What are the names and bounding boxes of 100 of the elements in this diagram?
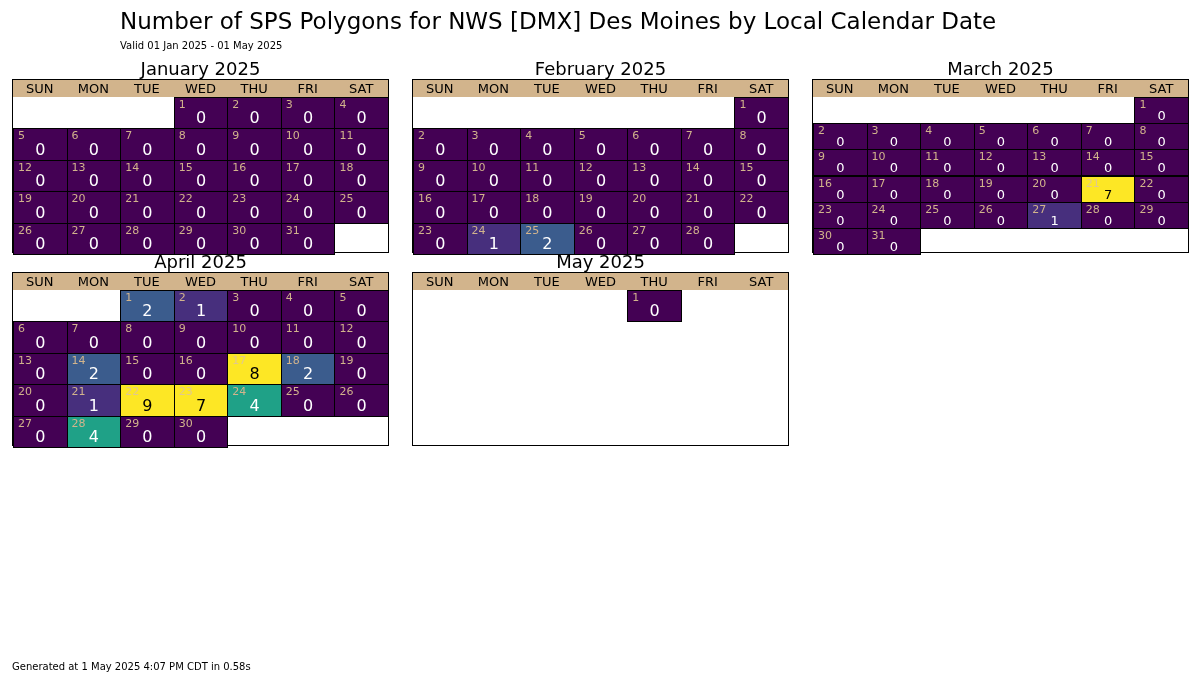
day-number: 20 [632, 193, 647, 206]
count-value: 0 [194, 172, 208, 191]
count-value: 0 [702, 172, 715, 191]
day-number: 10 [285, 130, 300, 143]
weekday-label: SUN [425, 80, 455, 97]
count-value: 0 [141, 235, 154, 253]
day-cell [13, 415, 68, 448]
weekday-label: SAT [1148, 80, 1175, 97]
count-value: 0 [302, 235, 315, 253]
day-cell [280, 290, 336, 323]
count-value: 0 [434, 235, 447, 253]
count-value: 0 [1049, 160, 1060, 176]
day-cell [627, 290, 682, 323]
day-cell [227, 191, 282, 224]
count-value: 0 [942, 134, 953, 150]
day-cell [520, 191, 575, 224]
month-title: May 2025 [555, 251, 646, 272]
day-cell [120, 128, 175, 161]
count-value: 0 [248, 109, 261, 128]
day-number: 29 [178, 224, 193, 237]
day-cell [680, 222, 736, 255]
month-title: March 2025 [946, 58, 1055, 79]
day-number: 15 [739, 161, 754, 174]
day-cell [1134, 149, 1189, 177]
weekday-label: SAT [748, 273, 775, 290]
day-number: 6 [71, 130, 79, 143]
weekday-label: FRI [696, 273, 719, 290]
day-number: 28 [685, 224, 700, 237]
day-cell [920, 175, 975, 203]
count-value: 0 [755, 109, 768, 128]
day-number: 24 [471, 224, 486, 237]
day-number: 13 [1032, 151, 1047, 164]
day-number: 21 [1085, 177, 1100, 190]
day-number: 7 [1085, 125, 1093, 138]
count-value: 0 [34, 172, 47, 191]
count-value: 0 [194, 333, 208, 352]
day-number: 1 [739, 99, 747, 111]
day-number: 16 [232, 161, 247, 174]
day-number: 27 [632, 224, 647, 237]
day-number: 13 [18, 354, 32, 367]
day-number: 8 [125, 323, 133, 336]
count-value: 0 [355, 396, 368, 415]
count-value: 1 [87, 396, 100, 415]
day-number: 19 [578, 193, 593, 206]
day-number: 6 [1032, 125, 1040, 138]
day-number: 23 [232, 193, 247, 206]
footer-note: Generated at 1 May 2025 4:07 PM CDT in 0.58s [12, 660, 251, 673]
count-value: 0 [34, 365, 47, 384]
day-cell [13, 384, 68, 417]
weekday-label: TUE [533, 273, 561, 290]
day-number: 21 [71, 386, 86, 399]
day-number: 24 [871, 203, 886, 216]
day-number: 1 [1139, 99, 1147, 111]
count-value: 0 [995, 134, 1007, 150]
count-value: 0 [302, 396, 315, 415]
day-number: 17 [871, 177, 886, 190]
count-value: 0 [835, 239, 846, 254]
day-cell [280, 222, 336, 255]
count-value: 0 [888, 186, 899, 202]
day-number: 16 [818, 177, 832, 190]
count-value: 0 [34, 235, 47, 253]
count-value: 0 [194, 203, 208, 222]
day-number: 27 [18, 417, 32, 430]
count-value: 0 [141, 428, 154, 446]
day-number: 25 [525, 224, 540, 237]
day-cell [173, 321, 229, 354]
day-cell [280, 384, 336, 417]
day-number: 17 [285, 161, 300, 174]
count-value: 0 [34, 396, 47, 415]
day-number: 12 [339, 323, 354, 336]
day-number: 31 [871, 229, 886, 242]
day-number: 20 [71, 193, 86, 206]
day-number: 25 [339, 193, 354, 206]
weekday-header [413, 273, 788, 290]
day-number: 23 [178, 386, 193, 399]
day-number: 26 [339, 386, 354, 399]
day-number: 3 [471, 130, 479, 143]
day-cell [334, 97, 389, 130]
day-number: 9 [232, 130, 240, 143]
day-number: 3 [232, 292, 240, 304]
day-number: 2 [818, 125, 825, 138]
weekday-label: THU [1039, 80, 1069, 97]
count-value: 0 [302, 302, 315, 321]
weekday-label: MON [476, 80, 510, 97]
count-value: 0 [248, 333, 261, 352]
day-number: 22 [1139, 177, 1154, 190]
count-value: 0 [355, 109, 368, 128]
day-number: 5 [339, 292, 347, 304]
count-value: 0 [355, 172, 368, 191]
count-value: 0 [248, 140, 261, 159]
count-value: 0 [194, 428, 208, 446]
count-value: 0 [648, 203, 661, 222]
day-cell [734, 191, 789, 224]
day-cell [573, 128, 629, 161]
count-value: 0 [302, 203, 315, 222]
day-number: 29 [125, 417, 140, 430]
count-value: 0 [541, 140, 554, 159]
count-value: 0 [594, 172, 608, 191]
day-number: 11 [925, 151, 940, 164]
count-value: 9 [141, 396, 154, 415]
